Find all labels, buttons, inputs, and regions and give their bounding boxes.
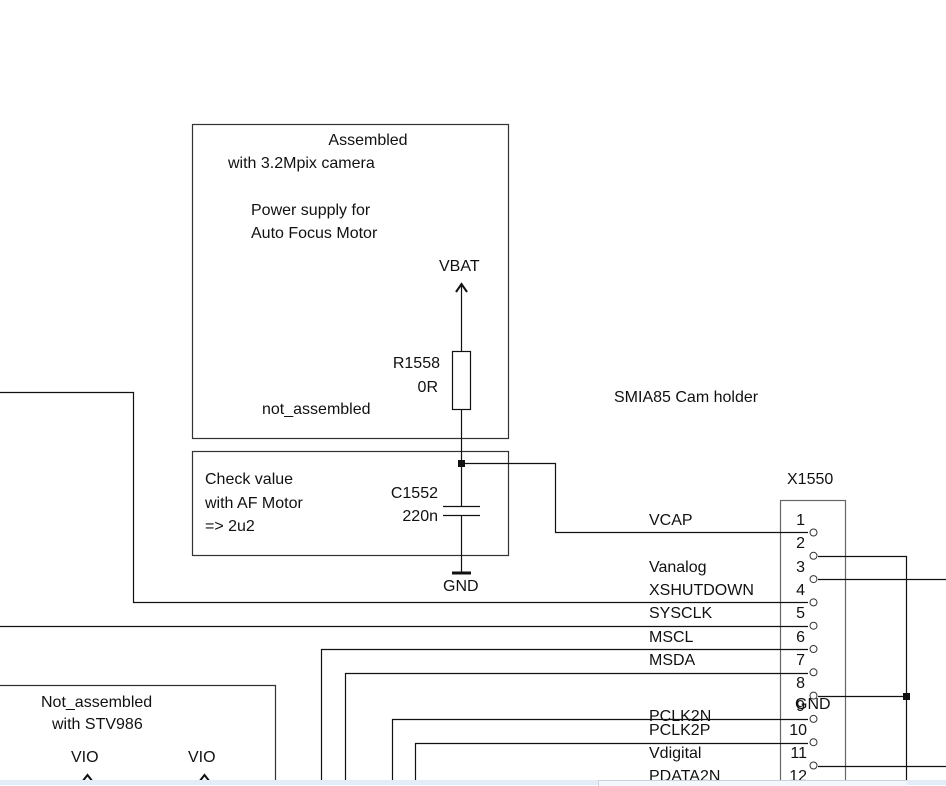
pin-signal-label: PCLK2P [649, 721, 711, 739]
pin-number: 7 [796, 651, 805, 669]
capacitor-ref: C1552 [390, 485, 438, 502]
resistor-ref: R1558 [392, 355, 440, 372]
power-block-desc-2: Auto Focus Motor [251, 225, 378, 242]
pin2-wire [818, 555, 908, 780]
cap-note-3: => 2u2 [205, 518, 255, 535]
pin-terminal-icon [809, 551, 818, 560]
msda-wire [344, 672, 808, 780]
pin-terminal-icon [809, 598, 818, 607]
pin-number: 2 [796, 535, 805, 553]
junction-vcap [458, 460, 465, 467]
cap-note-1: Check value [205, 471, 294, 488]
mscl-wire [320, 648, 808, 780]
resistor-r1558-symbol [451, 350, 472, 411]
pin-terminal-icon [809, 714, 818, 723]
schematic-title: SMIA85 Cam holder [614, 389, 759, 406]
pin-terminal-icon [809, 668, 818, 677]
vio-label-2: VIO [188, 749, 216, 766]
pin-signal-label: XSHUTDOWN [649, 581, 754, 599]
power-block-heading-2: with 3.2Mpix camera [228, 155, 375, 172]
pin-terminal-icon [809, 528, 818, 537]
power-block-heading-1: Assembled [328, 132, 408, 149]
vio-arrow-icon-2 [198, 773, 211, 783]
stv-heading-1: Not_assembled [41, 694, 153, 711]
bottom-input-field[interactable] [598, 780, 907, 786]
bottom-toolbar-strip [0, 780, 946, 785]
pin-number: 8 [796, 675, 805, 693]
resistor-value: 0R [417, 379, 438, 396]
capacitor-value: 220n [402, 508, 438, 525]
stv-heading-2: with STV986 [52, 716, 143, 733]
pin-terminal-icon [809, 645, 818, 653]
cap-block-frame [191, 450, 510, 557]
pin-signal-label: SYSCLK [649, 605, 713, 623]
pclk2n-wire [391, 718, 808, 780]
connector-ref: X1550 [787, 471, 834, 488]
gnd-label: GND [443, 578, 479, 595]
vbat-label: VBAT [439, 258, 480, 275]
pin-signal-label: PCLK2N [649, 708, 712, 726]
pin-signal-label: MSCL [649, 628, 694, 646]
junction-gnd [903, 693, 910, 700]
pin-number: 5 [796, 605, 805, 623]
cap-note-2: with AF Motor [205, 495, 303, 512]
pin-signal-label: Vdigital [649, 745, 702, 762]
pin-number: 1 [796, 512, 805, 529]
pin-number: 10 [789, 721, 807, 739]
pin-terminal-icon [809, 691, 818, 700]
pin-number: 9 [796, 698, 805, 716]
pin8-net-label: GND [795, 696, 831, 713]
pin-signal-label: MSDA [649, 651, 696, 669]
pin-terminal-icon [809, 761, 818, 770]
vcap-net-wire [461, 462, 808, 534]
pin-terminal-icon [809, 738, 818, 747]
vio-label-1: VIO [71, 749, 99, 766]
assembly-note: not_assembled [262, 401, 371, 418]
pin-terminal-icon [809, 621, 818, 630]
vio-arrow-icon-1 [81, 773, 94, 783]
pin-signal-label: VCAP [649, 512, 693, 529]
pin-number: 4 [796, 581, 805, 599]
pin-number: 6 [796, 628, 805, 646]
vbat-arrow-icon [455, 282, 468, 293]
connector-body [779, 499, 847, 785]
pin-signal-label: Vanalog [649, 558, 707, 576]
power-block-desc-1: Power supply for [251, 202, 371, 219]
stv-block-frame [0, 684, 277, 780]
xshutdown-wire [0, 391, 808, 604]
pin-number: 3 [796, 558, 805, 576]
power-block-frame [191, 123, 510, 440]
pin-number: 11 [790, 745, 807, 762]
pin-terminal-icon [809, 575, 818, 584]
pclk2p-wire [414, 742, 808, 780]
